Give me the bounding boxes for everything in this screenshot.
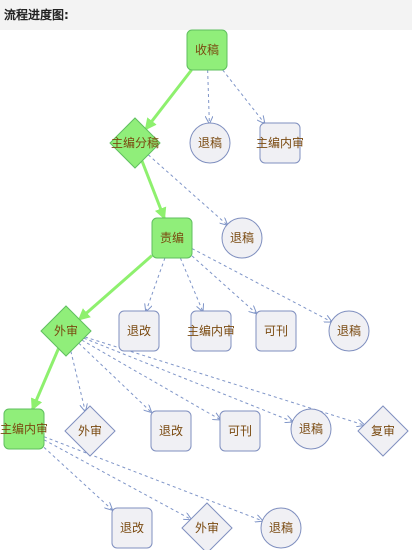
- edge-n7-n15-pending: [81, 339, 220, 419]
- edge-n5-n10-pending: [191, 255, 256, 313]
- node-shape-rect: [150, 410, 192, 452]
- node-label: 退稿: [299, 421, 323, 436]
- flow-node-n5[interactable]: 责编: [151, 217, 193, 259]
- node-label: 退稿: [198, 135, 222, 150]
- edge-n1-n3-pending: [208, 69, 210, 123]
- node-label: 主编内审: [187, 323, 235, 338]
- header-bar: 流程进度图:: [0, 0, 412, 30]
- node-label: 退稿: [337, 323, 361, 338]
- node-shape-rect: [151, 217, 193, 259]
- nodes-layer: 收稿主编分稿退稿主编内审责编退稿外审退改主编内审可刊退稿主编内审外审退改可刊退稿…: [0, 29, 409, 550]
- node-label: 复审: [371, 423, 395, 438]
- node-shape-circle: [290, 408, 332, 450]
- flow-node-n7[interactable]: 外审: [40, 305, 92, 357]
- node-label: 退稿: [269, 520, 293, 535]
- node-label: 可刊: [264, 324, 288, 338]
- node-label: 主编内审: [256, 135, 304, 150]
- edge-n1-n4-pending: [222, 69, 265, 123]
- page-title: 流程进度图:: [4, 8, 69, 22]
- node-label: 退改: [127, 324, 151, 338]
- flow-node-n14[interactable]: 退改: [150, 410, 192, 452]
- node-shape-rect: [255, 310, 297, 352]
- flow-node-n8[interactable]: 退改: [118, 310, 160, 352]
- node-shape-circle: [189, 122, 231, 164]
- flow-node-n18[interactable]: 退改: [111, 507, 153, 549]
- flow-node-n4[interactable]: 主编内审: [256, 122, 304, 164]
- node-shape-circle: [260, 507, 302, 549]
- edge-n5-n9-pending: [179, 257, 202, 311]
- flow-node-n16[interactable]: 退稿: [290, 408, 332, 450]
- node-label: 收稿: [195, 42, 219, 57]
- flow-node-n19[interactable]: 外审: [181, 502, 233, 550]
- edge-n5-n7-active: [77, 254, 153, 321]
- node-shape-rect: [118, 310, 160, 352]
- node-label: 主编内审: [0, 421, 48, 436]
- node-label: 责编: [160, 230, 184, 245]
- edge-n7-n16-pending: [83, 337, 293, 421]
- node-label: 退稿: [230, 230, 254, 245]
- node-label: 可刊: [228, 424, 252, 438]
- flow-node-n2[interactable]: 主编分稿: [109, 117, 161, 169]
- flow-node-n20[interactable]: 退稿: [260, 507, 302, 549]
- node-shape-diamond: [40, 305, 92, 357]
- node-label: 退改: [120, 521, 144, 535]
- node-shape-rect: [111, 507, 153, 549]
- flow-node-n10[interactable]: 可刊: [255, 310, 297, 352]
- flow-node-n13[interactable]: 外审: [64, 405, 116, 457]
- node-shape-rect: [186, 29, 228, 71]
- node-label: 退改: [159, 424, 183, 438]
- edge-n2-n6-pending: [147, 154, 227, 225]
- edge-n12-n20-pending: [43, 436, 262, 521]
- flow-node-n17[interactable]: 复审: [357, 405, 409, 457]
- flow-node-n6[interactable]: 退稿: [221, 217, 263, 259]
- node-label: 外审: [195, 520, 219, 535]
- node-shape-diamond: [64, 405, 116, 457]
- node-shape-circle: [328, 310, 370, 352]
- edge-n7-n13-pending: [70, 351, 85, 411]
- edge-n7-n14-pending: [78, 342, 151, 412]
- edges-layer: [30, 69, 364, 521]
- node-shape-rect: [259, 122, 301, 164]
- node-label: 外审: [78, 423, 102, 438]
- edge-n7-n17-pending: [84, 336, 364, 425]
- node-label: 外审: [54, 323, 78, 338]
- flow-node-n11[interactable]: 退稿: [328, 310, 370, 352]
- flow-node-n9[interactable]: 主编内审: [187, 310, 235, 352]
- flow-node-n12[interactable]: 主编内审: [0, 408, 48, 450]
- edge-n1-n2-active: [144, 69, 193, 131]
- edge-n2-n5-active: [140, 160, 167, 220]
- node-shape-circle: [221, 217, 263, 259]
- node-shape-diamond: [181, 502, 233, 550]
- edge-n12-n18-pending: [43, 446, 112, 509]
- edge-n5-n11-pending: [191, 248, 331, 322]
- flow-node-n1[interactable]: 收稿: [186, 29, 228, 71]
- node-shape-rect: [219, 410, 261, 452]
- node-shape-diamond: [109, 117, 161, 169]
- flow-node-n3[interactable]: 退稿: [189, 122, 231, 164]
- flow-node-n15[interactable]: 可刊: [219, 410, 261, 452]
- edge-n7-n12-active: [30, 347, 60, 411]
- node-shape-rect: [3, 408, 45, 450]
- node-shape-diamond: [357, 405, 409, 457]
- node-label: 主编分稿: [111, 135, 159, 150]
- edge-n5-n8-pending: [146, 257, 166, 311]
- edge-n12-n19-pending: [43, 439, 191, 519]
- node-shape-rect: [190, 310, 232, 352]
